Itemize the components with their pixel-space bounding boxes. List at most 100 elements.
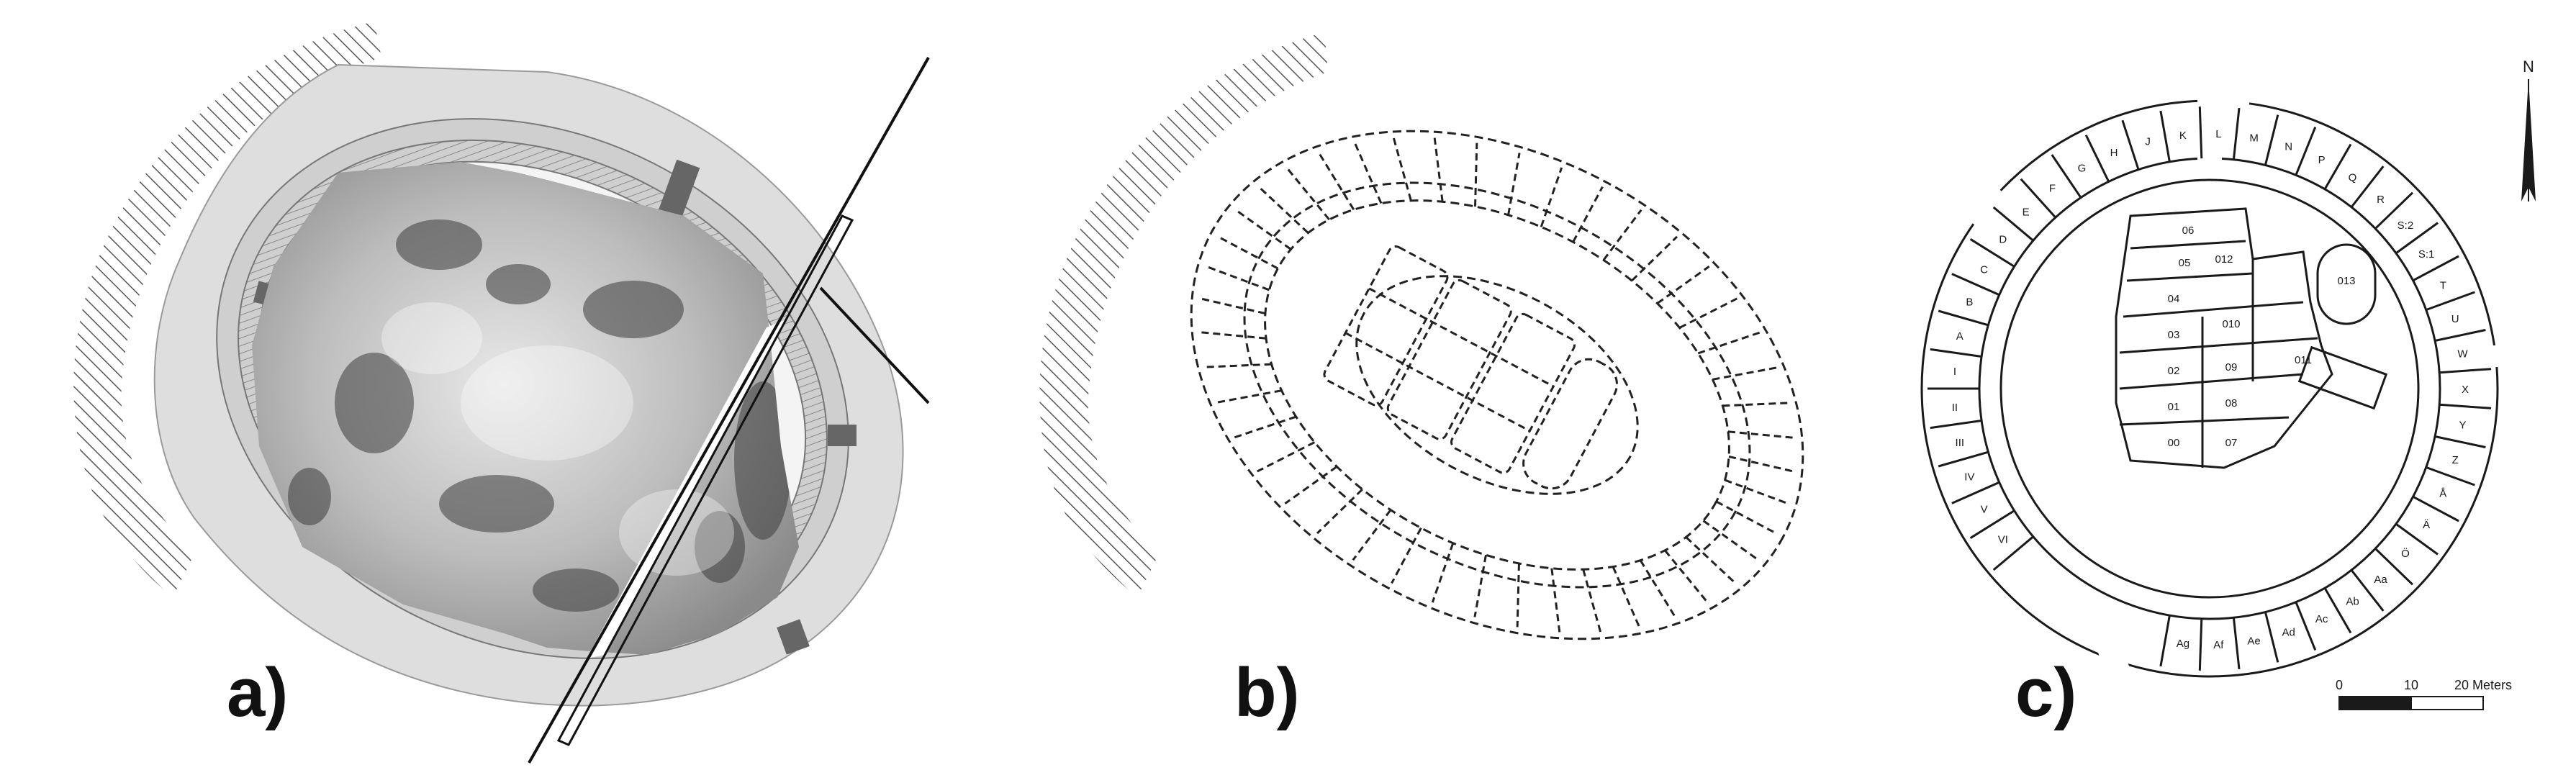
outer-room-wall <box>2439 368 2492 374</box>
radial-wall <box>1234 209 1292 250</box>
radial-wall <box>1316 488 1363 535</box>
outer-room-label: P <box>2318 154 2326 166</box>
outer-room-wall <box>2020 178 2057 219</box>
scale-tick-20: 20 Meters <box>2454 678 2512 692</box>
scale-tick-10: 10 <box>2404 678 2418 692</box>
outer-room-wall <box>1938 309 1989 327</box>
outer-room-label: IV <box>1964 471 1974 483</box>
radial-wall <box>1204 363 1272 368</box>
north-label: N <box>2523 58 2534 76</box>
hatched-arc-b <box>1039 32 1328 597</box>
panel-b-drawing <box>1039 32 1804 640</box>
radial-wall <box>1205 265 1270 291</box>
outer-room-wall <box>2295 126 2317 176</box>
outer-room-wall <box>2350 569 2385 612</box>
radial-wall <box>1352 509 1392 561</box>
inner-room-label: 00 <box>2168 437 2180 449</box>
outer-room-label: Ae <box>2247 635 2260 648</box>
radial-wall <box>1572 186 1604 243</box>
outer-room-label: T <box>2440 280 2446 292</box>
ring-block <box>777 619 810 655</box>
radial-wall <box>1431 543 1455 603</box>
panel-a-drawing <box>73 22 930 764</box>
radial-wall <box>1284 466 1338 504</box>
radial-wall <box>1656 266 1710 304</box>
radial-wall <box>1198 296 1266 315</box>
outer-room-wall <box>2232 107 2241 160</box>
outer-room-label: Ac <box>2315 613 2328 625</box>
radial-wall <box>1612 566 1641 628</box>
inner-room-label: 03 <box>2168 329 2180 341</box>
outer-wall-dashed <box>1190 130 1804 640</box>
outer-room-label: Ag <box>2177 638 2189 650</box>
outer-room-wall <box>1969 509 2015 539</box>
hatched-arc-a <box>73 22 381 597</box>
outer-room-wall <box>2198 618 2203 671</box>
panel-a: a) <box>0 0 964 770</box>
inner-wall-dashed <box>1243 181 1751 589</box>
inner-room-label: 04 <box>2168 293 2180 305</box>
outer-room-label: J <box>2145 136 2151 148</box>
panel-b: b) <box>964 0 1900 770</box>
radial-wall <box>1433 137 1444 202</box>
inner-room-label: 07 <box>2225 437 2238 449</box>
outer-room-label: X <box>2462 384 2469 396</box>
outer-room-wall <box>2412 495 2459 522</box>
outer-room-wall <box>1992 206 2034 242</box>
outer-room-wall <box>2439 403 2492 409</box>
outer-room-label: Ab <box>2346 595 2359 607</box>
outer-room-label: S:2 <box>2398 219 2414 232</box>
outer-room-label: Y <box>2459 419 2466 431</box>
outer-room-label: III <box>1956 437 1965 449</box>
scale-bar: 0 10 20 Meters <box>2336 678 2512 710</box>
outer-room-label: H <box>2110 147 2118 159</box>
radial-wall <box>1516 563 1520 628</box>
radial-wall <box>1391 527 1422 584</box>
radial-wall <box>1722 402 1790 407</box>
radial-wall <box>1507 153 1521 216</box>
outer-room-wall <box>2084 135 2110 183</box>
outer-room-wall <box>2121 119 2140 171</box>
radial-wall <box>1664 549 1709 604</box>
outer-room-label: Ö <box>2401 547 2410 560</box>
central-building-c <box>2115 207 2388 469</box>
radial-wall <box>1582 569 1602 633</box>
outer-room-wall <box>1930 420 1982 430</box>
outer-room-wall <box>2159 615 2171 667</box>
radial-wall <box>1685 536 1737 584</box>
radial-wall <box>1631 235 1678 282</box>
outer-room-wall <box>1930 348 1982 358</box>
inner-room-label: 012 <box>2215 253 2233 266</box>
radial-wall <box>1678 297 1737 329</box>
outer-room-label: Q <box>2349 172 2357 184</box>
survey-transect <box>556 214 854 746</box>
north-arrow-icon: N <box>2521 58 2536 201</box>
outer-room-wall <box>2159 110 2171 163</box>
outer-room-label: U <box>2451 313 2459 325</box>
outer-room-label: Z <box>2452 454 2459 466</box>
inner-room-label: 02 <box>2168 365 2180 377</box>
outer-room-wall <box>2374 191 2414 230</box>
outer-room-wall <box>1992 535 2034 571</box>
outer-room-wall <box>2434 329 2486 342</box>
outer-room-label: K <box>2179 130 2187 142</box>
panel-label-b: b) <box>1234 654 1300 731</box>
radial-wall <box>1198 331 1267 340</box>
outer-room-wall <box>2426 291 2475 312</box>
outer-room-label: V <box>1981 504 1988 516</box>
outer-room-wall <box>2434 435 2486 448</box>
radial-wall <box>1540 167 1563 227</box>
outer-room-wall <box>2051 154 2082 199</box>
outer-room-label: R <box>2377 194 2385 206</box>
radial-wall <box>1602 209 1642 261</box>
outer-room-wall <box>2350 166 2385 208</box>
outer-room-wall <box>2395 522 2439 556</box>
outer-room-label: Af <box>2213 639 2224 651</box>
radial-wall <box>1216 389 1282 404</box>
outer-room-label: Ä <box>2423 519 2430 531</box>
panel-label-a: a) <box>227 654 289 731</box>
radial-wall <box>1702 520 1760 561</box>
